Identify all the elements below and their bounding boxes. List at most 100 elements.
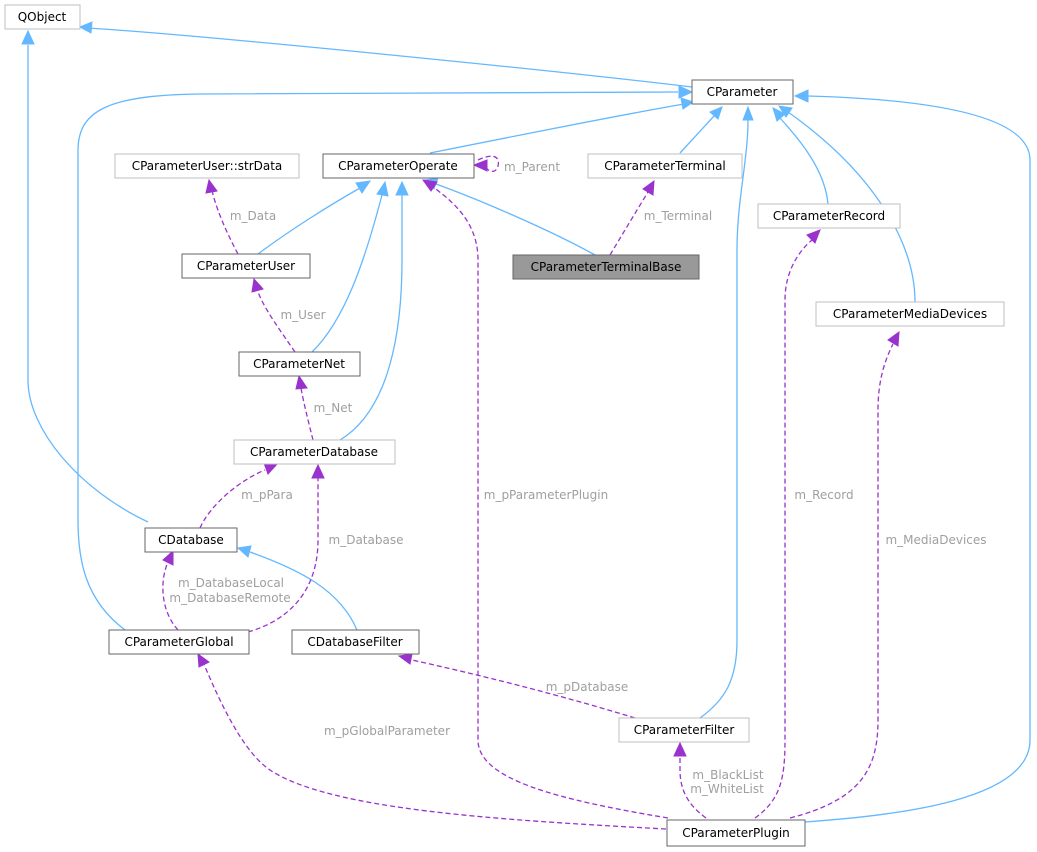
label-m-databaseremote: m_DatabaseRemote: [169, 591, 290, 605]
arrow-head-user: [251, 277, 264, 293]
arrow-head-parameterdatabase-ppara: [263, 462, 280, 475]
label-m-mediadevices: m_MediaDevices: [885, 533, 986, 547]
arrow-head-cparameter-from-record: [772, 107, 786, 122]
node-label-cparameterrecord: CParameterRecord: [773, 209, 885, 223]
node-cparameter[interactable]: CParameter: [691, 79, 794, 105]
edge-databasefilter-to-cdatabase: [249, 551, 358, 631]
label-m-blacklist: m_BlackList: [692, 768, 763, 782]
node-label-cdatabasefilter: CDatabaseFilter: [307, 635, 402, 649]
edge-plugin-to-record: [754, 239, 813, 819]
edge-terminalbase-to-operate: [435, 183, 596, 256]
label-m-user: m_User: [280, 308, 325, 322]
node-cparameterplugin[interactable]: CParameterPlugin: [666, 819, 806, 847]
edge-net-to-user: [257, 291, 296, 353]
arrow-head-operate-pparameterplugin: [421, 179, 438, 192]
edge-database-to-net: [300, 387, 314, 441]
label-m-ppara: m_pPara: [241, 488, 293, 502]
arrow-head-record: [806, 229, 821, 244]
edge-user-to-operate: [257, 187, 361, 255]
node-cparameternet[interactable]: CParameterNet: [238, 351, 361, 377]
arrow-head-terminal: [642, 179, 655, 196]
node-cparameterglobal[interactable]: CParameterGlobal: [108, 629, 250, 655]
arrow-head-databasefilter: [397, 653, 413, 665]
arrow-head-operate-from-database: [395, 180, 409, 196]
label-m-pglobalparameter: m_pGlobalParameter: [324, 724, 450, 738]
label-m-record: m_Record: [794, 488, 853, 502]
arrow-head-cdatabase-from-databasefilter: [236, 545, 252, 558]
label-m-parent: m_Parent: [504, 160, 560, 174]
node-cparameteruser[interactable]: CParameterUser: [181, 253, 311, 279]
node-cparameterdatabase[interactable]: CParameterDatabase: [233, 439, 396, 465]
nodes: QObject CParameter CParameterOperate CPa…: [4, 4, 1005, 847]
edge-cdatabase-to-parameterdatabase: [199, 469, 266, 529]
node-cparameterfilter[interactable]: CParameterFilter: [618, 717, 750, 743]
label-m-pdatabase: m_pDatabase: [546, 680, 629, 694]
label-m-data: m_Data: [230, 209, 276, 223]
edge-plugin-to-mediadevices: [789, 343, 894, 819]
arrow-head-operate-from-net: [376, 180, 389, 197]
node-qobject[interactable]: QObject: [4, 4, 81, 30]
node-cparameteroperate[interactable]: CParameterOperate: [322, 153, 475, 179]
node-label-cparameterterminalbase: CParameterTerminalBase: [531, 260, 682, 274]
arrow-head-operate-self: [472, 159, 488, 172]
node-label-cparameteroperate: CParameterOperate: [338, 159, 458, 173]
arrow-head-cparameter-from-global: [678, 85, 694, 99]
edge-filter-to-cparameter: [699, 119, 749, 719]
arrow-head-qobject-from-cparameter: [78, 21, 93, 34]
inheritance-edges: [21, 21, 1031, 823]
edge-database-to-operate: [339, 195, 403, 441]
arrow-head-cparameter-from-operate: [680, 97, 695, 110]
node-cparameteruser-strdata[interactable]: CParameterUser::strData: [114, 153, 300, 179]
node-label-qobject: QObject: [18, 10, 67, 24]
usage-edges: [162, 155, 900, 830]
arrow-head-net: [295, 374, 308, 390]
edge-filter-to-databasefilter: [411, 659, 636, 719]
edge-cdatabase-to-qobject: [27, 45, 149, 523]
node-cdatabase[interactable]: CDatabase: [144, 527, 238, 553]
node-label-cparameter: CParameter: [707, 85, 778, 99]
edge-terminal-to-cparameter: [679, 115, 715, 154]
arrow-head-global: [197, 652, 210, 668]
edge-user-to-strdata: [211, 189, 239, 255]
edge-plugin-to-operate: [431, 185, 669, 819]
node-cparameterterminal[interactable]: CParameterTerminal: [587, 153, 743, 179]
node-cparametermediadevices[interactable]: CParameterMediaDevices: [815, 301, 1005, 327]
edge-plugin-to-filter: [679, 755, 707, 819]
edge-cparameter-to-qobject: [87, 27, 693, 88]
node-label-cdatabase: CDatabase: [158, 533, 224, 547]
arrow-head-cparameter-from-filter: [742, 105, 754, 121]
arrow-head-qobject-from-cdatabase: [21, 29, 35, 45]
node-label-cparameterplugin: CParameterPlugin: [682, 826, 790, 840]
arrow-head-mediadevices: [887, 330, 900, 347]
edge-record-to-cparameter: [779, 117, 829, 205]
edge-net-to-operate: [311, 194, 383, 353]
arrow-head-strdata: [205, 178, 218, 194]
node-cparameterterminalbase[interactable]: CParameterTerminalBase: [512, 254, 700, 280]
edge-operate-to-cparameter: [429, 103, 685, 154]
node-label-cparameterglobal: CParameterGlobal: [124, 635, 233, 649]
arrow-head-cdatabase: [162, 549, 174, 566]
node-label-cparametermediadevices: CParameterMediaDevices: [833, 307, 987, 321]
arrow-head-parameterdatabase-database: [311, 463, 325, 479]
node-label-cparameterdatabase: CParameterDatabase: [250, 445, 378, 459]
node-label-cparameterfilter: CParameterFilter: [634, 723, 735, 737]
label-m-whitelist: m_WhiteList: [690, 782, 764, 796]
node-label-cparameteruser-strdata: CParameterUser::strData: [132, 159, 283, 173]
edge-operate-self-m-parent: [477, 155, 500, 173]
arrow-head-cparameter-from-mediadevices: [777, 105, 793, 118]
label-m-net: m_Net: [314, 401, 353, 415]
node-cparameterrecord[interactable]: CParameterRecord: [757, 203, 901, 229]
edge-plugin-to-global: [202, 661, 667, 830]
arrow-head-operate-from-user: [355, 180, 372, 194]
node-label-cparameteruser: CParameterUser: [197, 259, 295, 273]
label-m-databaselocal: m_DatabaseLocal: [178, 576, 284, 590]
edge-global-to-parameterdatabase: [247, 478, 319, 633]
node-label-cparameterterminal: CParameterTerminal: [604, 159, 726, 173]
arrow-head-cparameter-from-terminal: [709, 106, 723, 120]
label-m-database: m_Database: [329, 533, 404, 547]
node-cdatabasefilter[interactable]: CDatabaseFilter: [291, 629, 420, 655]
label-m-terminal: m_Terminal: [644, 209, 712, 223]
edge-global-to-cdatabase: [162, 561, 179, 631]
edge-plugin-to-cparameter: [804, 95, 1031, 823]
